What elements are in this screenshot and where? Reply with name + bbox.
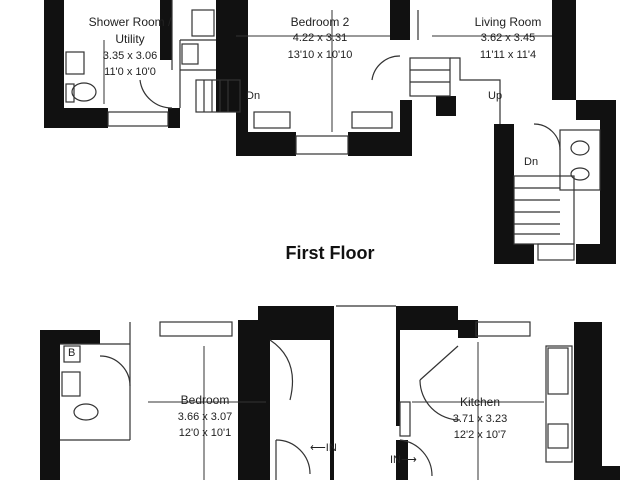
bedroom-name: Bedroom [180, 393, 230, 407]
kitchen-metric: 3.71 x 3.23 [452, 413, 508, 425]
arrow-left-icon: ⟵ [310, 442, 326, 454]
upper-walls [44, 0, 616, 264]
arrow-right-icon: ⟶ [401, 454, 417, 466]
floor-title: First Floor [285, 243, 375, 263]
boiler-label: B [68, 347, 76, 359]
stairs-up-label: Up [488, 90, 503, 102]
living-room-name: Living Room [474, 15, 542, 29]
entry-in-text-right: IN [325, 442, 337, 454]
entry-in-text-left: IN [390, 454, 401, 466]
dimension-lines [103, 10, 552, 480]
bedroom2-imperial: 13'10 x 10'10 [287, 49, 353, 61]
living-room-imperial: 11'11 x 11'4 [479, 49, 537, 61]
entry-label-kitchen: IN⟶ [390, 453, 417, 466]
kitchen-name: Kitchen [459, 395, 501, 409]
entry-label-bedroom: ⟵IN [310, 441, 337, 454]
shower-room-name-line2: Utility [115, 32, 145, 46]
living-room-metric: 3.62 x 3.45 [480, 32, 536, 44]
bedroom-imperial: 12'0 x 10'1 [178, 427, 232, 439]
bedroom2-metric: 4.22 x 3.31 [292, 32, 348, 44]
shower-room-imperial: 11'0 x 10'0 [104, 66, 156, 78]
shower-room-metric: 3.35 x 3.06 [102, 50, 158, 62]
stairs-down-label: Dn [246, 90, 261, 102]
bedroom-metric: 3.66 x 3.07 [177, 411, 233, 423]
stairs-down-label-2: Dn [524, 156, 539, 168]
upper-lines [65, 0, 601, 261]
bedroom2-name: Bedroom 2 [290, 15, 350, 29]
shower-room-name-line1: Shower Room / [88, 15, 172, 29]
kitchen-imperial: 12'2 x 10'7 [453, 429, 507, 441]
lower-lines [60, 305, 573, 480]
